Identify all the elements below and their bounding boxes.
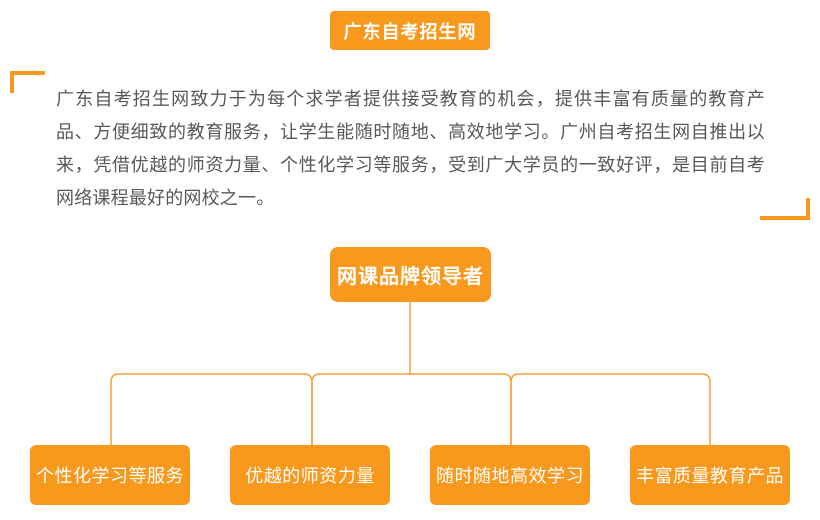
diagram-child-node-anytime-learning: 随时随地高效学习 (430, 445, 590, 505)
diagram-child-node-quality-products: 丰富质量教育产品 (630, 445, 790, 505)
diagram-root-node: 网课品牌领导者 (330, 247, 491, 302)
intro-paragraph: 广东自考招生网致力于为每个求学者提供接受教育的机会，提供丰富有质量的教育产品、方… (56, 89, 765, 209)
diagram-child-node-personalized-service: 个性化学习等服务 (30, 445, 190, 505)
corner-bracket-bottom-right-icon (760, 198, 810, 220)
diagram-child-node-faculty-strength: 优越的师资力量 (230, 445, 390, 505)
site-title-badge: 广东自考招生网 (330, 11, 490, 50)
corner-bracket-top-left-icon (10, 71, 45, 93)
